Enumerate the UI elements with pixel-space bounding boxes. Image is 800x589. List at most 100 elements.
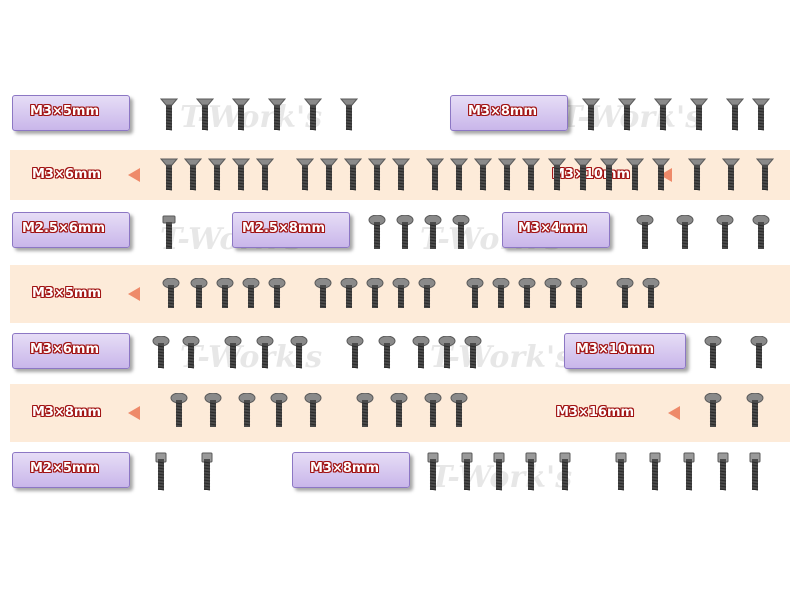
screw-flat-icon bbox=[653, 98, 673, 136]
tag-m3x4-button bbox=[502, 212, 610, 248]
screw-flat-icon bbox=[391, 158, 411, 196]
screw-flat-icon bbox=[473, 158, 493, 196]
screw-flat-icon bbox=[303, 98, 323, 136]
screw-flat-icon bbox=[159, 158, 179, 196]
screw-button-icon bbox=[438, 335, 456, 374]
label-m3x8-flat: M3×8mm bbox=[468, 104, 538, 119]
tag-m3x5-flat bbox=[12, 95, 130, 131]
screw-button-icon bbox=[392, 277, 410, 314]
screw-button-icon bbox=[570, 277, 588, 314]
screw-button-icon bbox=[204, 392, 222, 433]
arrow-left-icon bbox=[128, 406, 140, 420]
screw-flat-icon bbox=[599, 158, 619, 196]
screw-flat-icon bbox=[267, 98, 287, 136]
screw-button-icon bbox=[346, 335, 364, 374]
screw-flat-icon bbox=[449, 158, 469, 196]
label-m2x5-socket: M2×5mm bbox=[30, 461, 100, 476]
screw-button-icon bbox=[518, 277, 536, 314]
screw-button-icon bbox=[170, 392, 188, 433]
screw-button-icon bbox=[152, 335, 170, 374]
screw-button-icon bbox=[642, 277, 660, 314]
screw-flat-icon bbox=[319, 158, 339, 196]
screw-flat-icon bbox=[573, 158, 593, 196]
screw-socket-icon bbox=[458, 452, 476, 496]
screw-flat-icon bbox=[547, 158, 567, 196]
screw-button-icon bbox=[396, 214, 414, 255]
watermark-6: T-Work's bbox=[430, 340, 573, 375]
screw-button-icon bbox=[466, 277, 484, 314]
screw-button-icon bbox=[716, 214, 734, 255]
label-m3x8-button: M3×8mm bbox=[32, 405, 102, 420]
screw-button-icon bbox=[314, 277, 332, 314]
label-m2-5x8-button: M2.5×8mm bbox=[242, 221, 325, 236]
screw-flat-icon bbox=[725, 98, 745, 136]
screw-flat-icon bbox=[687, 158, 707, 196]
screw-button-icon bbox=[378, 335, 396, 374]
arrow-left-icon bbox=[128, 168, 140, 182]
screw-button-icon bbox=[424, 214, 442, 255]
screw-button-icon bbox=[366, 277, 384, 314]
screw-button-icon bbox=[162, 277, 180, 314]
screw-button-icon bbox=[290, 335, 308, 374]
screw-button-icon bbox=[390, 392, 408, 433]
screw-socket-icon bbox=[646, 452, 664, 496]
screw-button-icon bbox=[464, 335, 482, 374]
label-m3x8-socket: M3×8mm bbox=[310, 461, 380, 476]
screw-button-icon bbox=[216, 277, 234, 314]
screw-flat-icon bbox=[367, 158, 387, 196]
label-m3x16-button: M3×16mm bbox=[556, 405, 635, 420]
screw-button-icon bbox=[452, 214, 470, 255]
tag-m2-5x6-hex bbox=[12, 212, 130, 248]
screw-button-icon bbox=[424, 392, 442, 433]
tag-m3x8-socket bbox=[292, 452, 410, 488]
screw-button-icon bbox=[242, 277, 260, 314]
screw-flat-icon bbox=[159, 98, 179, 136]
screw-flat-icon bbox=[425, 158, 445, 196]
screw-flat-icon bbox=[497, 158, 517, 196]
screw-flat-icon bbox=[689, 98, 709, 136]
tag-m3x10-button bbox=[564, 333, 686, 369]
screw-flat-icon bbox=[625, 158, 645, 196]
screw-flat-icon bbox=[343, 158, 363, 196]
screw-button-icon bbox=[544, 277, 562, 314]
screw-button-icon bbox=[256, 335, 274, 374]
screw-socket-icon bbox=[490, 452, 508, 496]
arrow-left-icon bbox=[668, 406, 680, 420]
screw-button-icon bbox=[418, 277, 436, 314]
tag-m2x5-socket bbox=[12, 452, 130, 488]
label-m3x5-button: M3×5mm bbox=[32, 286, 102, 301]
label-m3x6-flat: M3×6mm bbox=[32, 167, 102, 182]
screw-button-icon bbox=[752, 214, 770, 255]
screw-button-icon bbox=[270, 392, 288, 433]
screw-flat-icon bbox=[255, 158, 275, 196]
screw-socket-icon bbox=[714, 452, 732, 496]
screw-flat-icon bbox=[195, 98, 215, 136]
screw-button-icon bbox=[268, 277, 286, 314]
screw-socket-icon bbox=[424, 452, 442, 496]
screw-flat-icon bbox=[755, 158, 775, 196]
screw-button-icon bbox=[704, 392, 722, 433]
screw-flat-icon bbox=[207, 158, 227, 196]
label-m3x10-button: M3×10mm bbox=[576, 342, 655, 357]
screw-button-icon bbox=[304, 392, 322, 433]
screw-socket-icon bbox=[198, 452, 216, 496]
screw-flat-icon bbox=[617, 98, 637, 136]
screw-hex-icon bbox=[160, 215, 178, 255]
screw-button-icon bbox=[340, 277, 358, 314]
tag-m2-5x8-button bbox=[232, 212, 350, 248]
screw-socket-icon bbox=[522, 452, 540, 496]
screw-button-icon bbox=[450, 392, 468, 433]
screw-button-icon bbox=[746, 392, 764, 433]
screw-socket-icon bbox=[680, 452, 698, 496]
screw-button-icon bbox=[616, 277, 634, 314]
screw-flat-icon bbox=[751, 98, 771, 136]
screw-socket-icon bbox=[746, 452, 764, 496]
screw-button-icon bbox=[368, 214, 386, 255]
screw-socket-icon bbox=[556, 452, 574, 496]
screw-flat-icon bbox=[183, 158, 203, 196]
screw-flat-icon bbox=[521, 158, 541, 196]
screw-flat-icon bbox=[651, 158, 671, 196]
screw-flat-icon bbox=[581, 98, 601, 136]
watermark-2: T-Work's bbox=[560, 100, 703, 135]
screw-flat-icon bbox=[295, 158, 315, 196]
